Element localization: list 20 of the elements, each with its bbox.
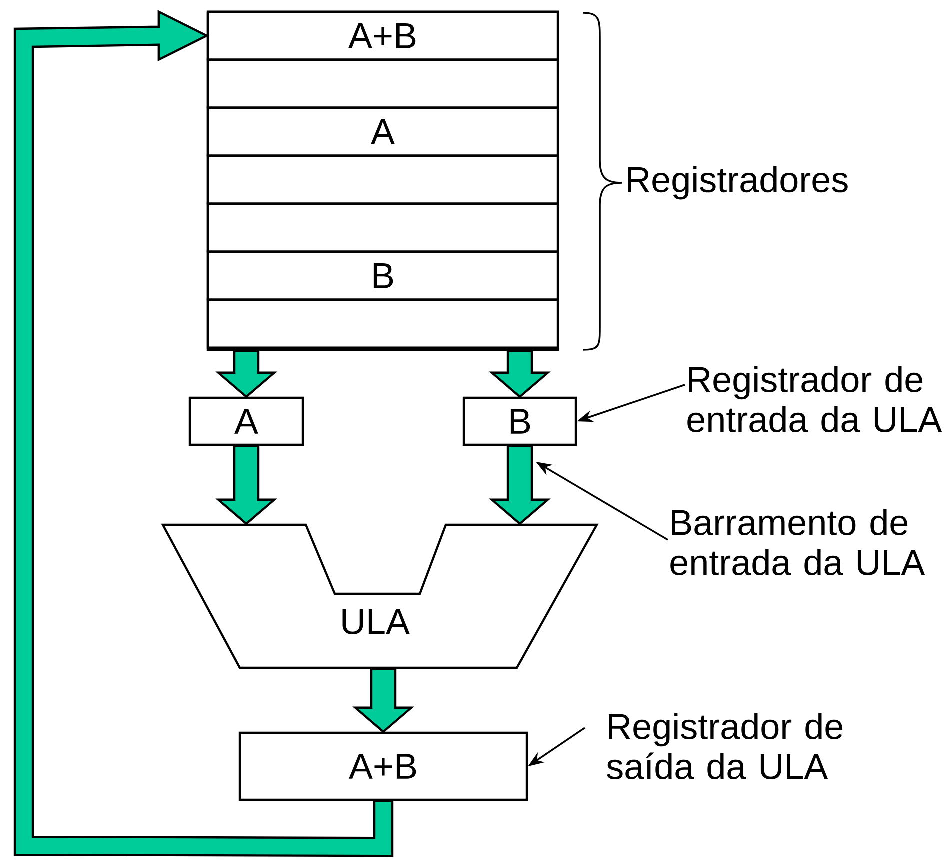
register-box: B <box>462 396 578 446</box>
callout-text: Barramento de entrada da ULA <box>670 509 926 576</box>
bracket-label: Registradores <box>628 166 848 200</box>
bus-arrow <box>489 350 551 398</box>
register-row <box>206 202 560 253</box>
register-row <box>206 154 560 205</box>
register-row: B <box>206 250 560 301</box>
bus-arrow <box>489 445 551 526</box>
bus-arrow <box>216 445 278 526</box>
callout-text: Registrador de entrada da ULA <box>688 366 942 433</box>
bus-arrow <box>14 10 394 858</box>
bus-arrow <box>216 350 278 398</box>
register-row: A <box>206 106 560 157</box>
register-box: A+B <box>238 732 528 802</box>
register-box: A <box>188 396 304 446</box>
register-row <box>206 58 560 109</box>
callout-text: Registrador de saída da ULA <box>607 713 843 780</box>
bus-arrow <box>352 668 414 734</box>
register-row <box>206 298 560 350</box>
register-row: A+B <box>206 10 560 61</box>
